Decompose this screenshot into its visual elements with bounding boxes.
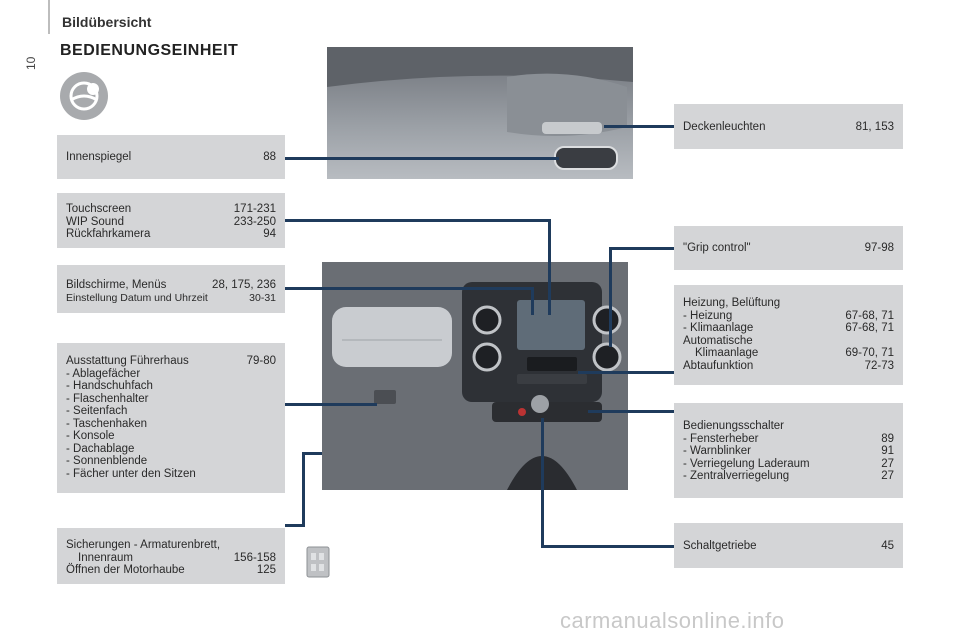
ausstattung-item: - Dachablage <box>66 442 135 455</box>
bs-row-page: 91 <box>881 445 894 457</box>
grip-control-box: "Grip control" 97-98 <box>674 226 903 270</box>
bildschirme-box: Bildschirme, Menüs 28, 175, 236 Einstellu… <box>57 265 285 313</box>
rueckfahrkamera-page: 94 <box>263 228 276 240</box>
bildschirme-page: 28, 175, 236 <box>212 279 276 291</box>
header-bar <box>48 0 50 34</box>
connector-sicherungen-top <box>302 452 322 455</box>
bs-row-label: - Fensterheber <box>683 432 759 445</box>
connector-schaltgetriebe-vert <box>541 418 544 548</box>
ausstattung-item: - Handschuhfach <box>66 380 153 392</box>
connector-innenspiegel <box>285 157 559 160</box>
ausstattung-page: 79-80 <box>246 355 276 367</box>
bs-row-label: - Zentralverriegelung <box>683 470 790 482</box>
abtau-label: Abtaufunktion <box>683 359 754 372</box>
innenspiegel-page: 88 <box>263 151 276 163</box>
page-title: BEDIENUNGSEINHEIT <box>60 42 239 59</box>
fusebox-icon <box>306 543 330 579</box>
schaltgetriebe-page: 45 <box>881 540 894 552</box>
connector-grip-vert <box>609 247 612 347</box>
heizung-box: Heizung, Belüftung - Heizung 67-68, 71 - … <box>674 285 903 385</box>
ausstattung-item: - Flaschenhalter <box>66 392 149 405</box>
sicherungen-line1: Sicherungen - Armaturenbrett, <box>66 539 221 551</box>
datum-uhrzeit-label: Einstellung Datum und Uhrzeit <box>66 291 208 304</box>
schaltgetriebe-label: Schaltgetriebe <box>683 540 757 552</box>
wip-sound-label: WIP Sound <box>66 215 124 228</box>
ausstattung-item: - Seitenfach <box>66 405 128 417</box>
connector-bildschirme-vert <box>531 287 534 315</box>
touchscreen-label: Touchscreen <box>66 203 132 215</box>
connector-bedienungsschalter <box>588 410 674 413</box>
bs-row-label: - Verriegelung Laderaum <box>683 457 810 470</box>
bs-row-page: 27 <box>881 470 894 482</box>
grip-control-page: 97-98 <box>864 242 894 254</box>
touchscreen-page: 171-231 <box>233 203 276 215</box>
connector-grip <box>609 247 674 250</box>
klimaanlage-row-label: - Klimaanlage <box>683 322 754 334</box>
auto-klima-page: 69-70, 71 <box>845 347 894 359</box>
innenspiegel-box: Innenspiegel 88 <box>57 135 285 179</box>
innenraum-page: 156-158 <box>233 551 276 564</box>
bs-row-label: - Warnblinker <box>683 445 751 457</box>
connector-bildschirme <box>285 287 534 290</box>
ausstattung-label: Ausstattung Führerhaus <box>66 355 189 367</box>
grip-control-label: "Grip control" <box>683 242 751 254</box>
bedienungsschalter-title: Bedienungsschalter <box>683 420 785 432</box>
connector-schaltgetriebe <box>541 545 674 548</box>
ausstattung-item: - Sonnenblende <box>66 455 148 467</box>
auto-klima-label: Klimaanlage <box>695 347 759 359</box>
connector-deckenleuchten <box>604 125 674 128</box>
motorhaube-label: Öffnen der Motorhaube <box>66 564 185 576</box>
connector-sicherungen-vert <box>302 452 305 527</box>
dashboard-image <box>322 262 628 490</box>
watermark: carmanualsonline.info <box>560 608 785 633</box>
ausstattung-box: Ausstattung Führerhaus 79-80 - Ablagefäch… <box>57 343 285 493</box>
ausstattung-item: - Fächer unter den Sitzen <box>66 467 196 480</box>
heizung-row-page: 67-68, 71 <box>845 309 894 322</box>
steering-wheel-icon <box>60 72 108 120</box>
rueckfahrkamera-label: Rückfahrkamera <box>66 228 151 240</box>
schaltgetriebe-box: Schaltgetriebe 45 <box>674 523 903 568</box>
abtau-page: 72-73 <box>864 359 894 372</box>
connector-touchscreen-vert <box>548 219 551 315</box>
ausstattung-item: - Ablagefächer <box>66 367 141 380</box>
klimaanlage-row-page: 67-68, 71 <box>845 322 894 334</box>
connector-ausstattung <box>285 403 377 406</box>
ausstattung-item: - Taschenhaken <box>66 417 147 430</box>
heizung-row-label: - Heizung <box>683 309 733 322</box>
page-number: 10 <box>24 56 38 70</box>
connector-sicherungen <box>285 524 304 527</box>
bildschirme-label: Bildschirme, Menüs <box>66 279 167 291</box>
motorhaube-page: 125 <box>256 564 276 576</box>
connector-heizung <box>578 371 674 374</box>
connector-touchscreen <box>285 219 551 222</box>
ausstattung-item: - Konsole <box>66 430 115 442</box>
bs-row-page: 89 <box>881 432 894 445</box>
heizung-title: Heizung, Belüftung <box>683 297 781 309</box>
touchscreen-box: Touchscreen 171-231 WIP Sound 233-250 Rück… <box>57 193 285 248</box>
innenspiegel-label: Innenspiegel <box>66 151 132 163</box>
wip-sound-page: 233-250 <box>233 215 276 228</box>
deckenleuchten-label: Deckenleuchten <box>683 121 766 133</box>
deckenleuchten-page: 81, 153 <box>855 121 894 133</box>
section-label: Bildübersicht <box>62 14 152 30</box>
bs-row-page: 27 <box>881 457 894 470</box>
datum-uhrzeit-page: 30-31 <box>249 291 276 304</box>
automatische-label: Automatische <box>683 334 753 347</box>
deckenleuchten-box: Deckenleuchten 81, 153 <box>674 104 903 149</box>
innenraum-label: Innenraum <box>78 551 133 564</box>
sicherungen-box: Sicherungen - Armaturenbrett, Innenraum 1… <box>57 528 285 584</box>
bedienungsschalter-box: Bedienungsschalter - Fensterheber 89 - Wa… <box>674 403 903 498</box>
